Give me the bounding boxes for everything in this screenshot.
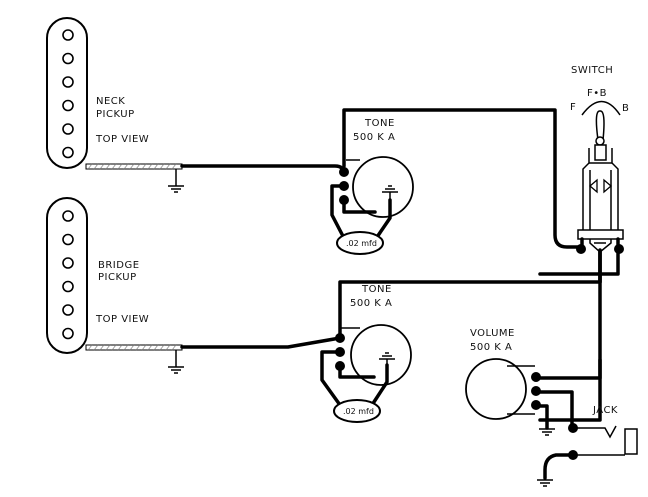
neck-pickup-body [46,17,88,169]
ground-icon [382,185,398,200]
toggle-switch: SWITCH F•B F B [538,65,629,422]
tone-bridge-value: 500 K A [350,298,392,309]
neck-pickup: NECK PICKUP TOP VIEW [46,17,184,193]
volume-lug-1 [531,372,541,382]
jack-sleeve [624,428,638,455]
ground-icon [537,479,553,487]
ground-icon [168,350,184,374]
tone-neck-pot-body [352,156,414,218]
switch-lever [595,110,605,141]
tone-bridge-lug-2 [335,347,345,357]
pole-piece [62,146,74,159]
pole-piece [62,233,74,246]
bridge-pickup-view: TOP VIEW [95,314,149,325]
tone-bridge-title: TONE [361,284,392,295]
neck-pickup-poles [62,29,74,159]
switch-lug-front [576,244,586,254]
switch-lug-back [614,244,624,254]
tone-bridge-lug-1 [335,333,345,343]
tone-neck-capacitor [336,231,384,255]
ground-icon [168,169,184,193]
tone-pot-neck: TONE 500 K A .02 mfd [180,108,584,255]
tone-pot-bridge: TONE 500 K A .02 mfd [180,248,602,423]
pole-piece [62,123,74,135]
output-jack: JACK [537,405,638,487]
pole-piece [62,99,74,112]
switch-title: SWITCH [571,65,613,76]
tone-bridge-capacitor [333,399,381,423]
pole-piece [62,29,74,41]
volume-value: 500 K A [470,342,512,353]
tone-neck-cap-value: .02 mfd [346,239,377,248]
switch-arc [581,100,621,116]
pole-piece [62,76,74,88]
pole-piece [62,327,74,340]
switch-pos-front: F [570,102,576,113]
tone-neck-lug-1 [339,167,349,177]
neck-pickup-name: NECK [96,96,125,107]
pole-piece [62,52,74,65]
tone-neck-value: 500 K A [353,132,395,143]
bridge-pickup-name2: PICKUP [98,272,137,283]
tone-neck-lug-2 [339,181,349,191]
pole-piece [62,304,74,316]
neck-pickup-name2: PICKUP [96,109,135,120]
volume-pot: VOLUME 500 K A [465,328,602,436]
bridge-pickup-poles [62,210,74,340]
bridge-pickup-body [46,197,88,354]
bridge-pickup: BRIDGE PICKUP TOP VIEW [46,197,184,374]
ground-icon [539,428,555,436]
jack-title: JACK [592,405,618,416]
volume-lug-3 [531,400,541,410]
neck-pickup-view: TOP VIEW [95,134,149,145]
pole-piece [62,210,74,222]
volume-title: VOLUME [470,328,515,339]
bridge-pickup-name: BRIDGE [98,260,140,271]
ground-icon [379,352,395,366]
volume-pot-body [465,358,527,420]
pole-piece [62,280,74,293]
tone-bridge-pot-body [350,324,412,386]
volume-lug-2 [531,386,541,396]
switch-pos-both: F•B [587,88,607,99]
tone-neck-title: TONE [364,118,395,129]
switch-pos-back: B [622,103,629,114]
pole-piece [62,257,74,269]
tone-bridge-cap-value: .02 mfd [343,407,374,416]
